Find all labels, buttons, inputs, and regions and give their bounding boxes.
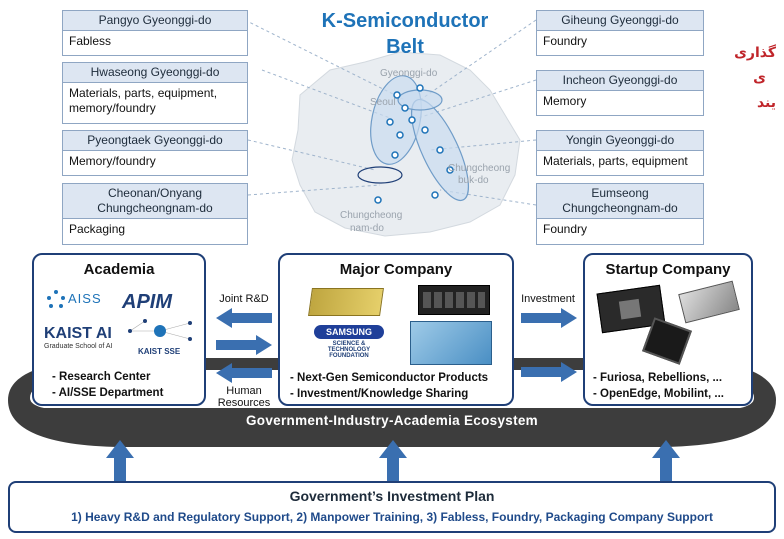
arrow-investment-1 — [521, 308, 577, 328]
arrow-human-left — [216, 363, 272, 383]
accelerator-card-image — [678, 280, 740, 324]
arrow-joint-left — [216, 308, 272, 328]
region-name: Yongin Gyeonggi-do — [537, 131, 703, 151]
memory-module-image — [418, 285, 490, 315]
arrow-academia-to-major — [216, 335, 272, 355]
belt-title-line-1: K-Semiconductor — [321, 10, 489, 32]
product-poster-image — [410, 321, 492, 365]
academia-title: Academia — [83, 261, 155, 278]
map-label-chungnam-2: nam-do — [350, 223, 384, 234]
region-card-giheung: Giheung Gyeonggi-do Foundry — [536, 10, 704, 56]
kaist-sse-network-icon — [128, 319, 192, 341]
foundation-line-1: SCIENCE & TECHNOLOGY — [327, 341, 371, 353]
startup-bullet-1: - Furiosa, Rebellions, ... — [593, 372, 723, 384]
major-company-title: Major Company — [339, 261, 453, 278]
memory-chips — [423, 292, 485, 308]
arrow-up-center — [379, 440, 407, 481]
kaist-sse-logo: KAIST SSE — [138, 347, 181, 356]
region-name: Hwaseong Gyeonggi-do — [63, 63, 247, 83]
overlay-text-3: یند — [756, 95, 776, 111]
arrow-investment-2 — [521, 362, 577, 382]
startup-bullet-2: - OpenEdge, Mobilint, ... — [593, 388, 724, 400]
aiss-logo: AISS — [46, 287, 106, 313]
region-name: Giheung Gyeonggi-do — [537, 11, 703, 31]
region-card-yongin: Yongin Gyeonggi-do Materials, parts, equ… — [536, 130, 704, 176]
academia-bullet-1: - Research Center — [52, 371, 151, 383]
map-label-chungbuk-1: Chungcheong — [448, 163, 511, 174]
region-card-eumseong: Eumseong Chungcheongnam-do Foundry — [536, 183, 704, 245]
region-name: Cheonan/Onyang Chungcheongnam-do — [63, 184, 247, 219]
region-card-pyeongtaek: Pyeongtaek Gyeonggi-do Memory/foundry — [62, 130, 248, 176]
belt-title: K-Semiconductor Belt — [305, 8, 505, 60]
aiss-text: AISS — [68, 291, 102, 306]
human-resources-label: Human Resources — [214, 385, 274, 409]
kaist-ai-logo: KAIST AI — [44, 325, 112, 342]
region-name: Eumseong Chungcheongnam-do — [537, 184, 703, 219]
region-role: Materials, parts, equipment — [543, 154, 688, 168]
foundation-line-2: FOUNDATION — [329, 353, 369, 359]
region-card-pangyo: Pangyo Gyeonggi-do Fabless — [62, 10, 248, 56]
human-resources-line-1: Human — [226, 385, 262, 397]
belt-title-line-2: Belt — [386, 36, 424, 58]
region-name: Pyeongtaek Gyeonggi-do — [63, 131, 247, 151]
academia-bullet-2: - AI/SSE Department — [52, 387, 164, 399]
overlay-text-2: ی — [753, 70, 766, 86]
academia-box: Academia AISS APIM KAIST AI Graduate Sch… — [32, 253, 206, 406]
flow-arrows — [106, 308, 680, 481]
apim-logo: APIM — [122, 291, 172, 313]
kaist-ai-subtitle: Graduate School of AI — [44, 343, 113, 350]
region-role: Foundry — [543, 222, 588, 236]
aiss-dots-icon — [47, 290, 65, 308]
samsung-foundation-logo: SAMSUNG SCIENCE & TECHNOLOGY FOUNDATION — [314, 325, 384, 359]
arrow-up-left — [106, 440, 134, 481]
region-card-incheon: Incheon Gyeonggi-do Memory — [536, 70, 704, 116]
map-label-chungbuk-2: buk-do — [458, 175, 489, 186]
arrow-up-right — [652, 440, 680, 481]
map-label-gyeonggi: Gyeonggi-do — [380, 68, 438, 79]
overlay-text-1: گذاری — [734, 45, 776, 61]
region-role: Foundry — [543, 34, 588, 48]
joint-rd-label: Joint R&D — [219, 293, 269, 305]
board-chip — [618, 298, 642, 320]
region-name: Pangyo Gyeonggi-do — [63, 11, 247, 31]
region-role: Memory — [543, 94, 587, 108]
investment-label: Investment — [521, 293, 575, 305]
map-label-seoul: Seoul — [370, 97, 396, 108]
region-role: Fabless — [69, 34, 112, 48]
site-dots — [374, 84, 454, 204]
major-company-box: Major Company SAMSUNG SCIENCE & TECHNOLO… — [278, 253, 514, 406]
region-card-hwaseong: Hwaseong Gyeonggi-do Materials, parts, e… — [62, 62, 248, 124]
investment-plan-items: 1) Heavy R&D and Regulatory Support, 2) … — [71, 510, 713, 524]
region-card-cheonan: Cheonan/Onyang Chungcheongnam-do Packagi… — [62, 183, 248, 245]
human-resources-line-2: Resources — [217, 397, 271, 409]
investment-plan-box: Government’s Investment Plan 1) Heavy R&… — [8, 481, 776, 533]
startup-company-title: Startup Company — [605, 261, 731, 278]
ecosystem-label: Government-Industry-Academia Ecosystem — [246, 413, 538, 428]
pyeongtaek-ring — [357, 166, 403, 184]
map-label-chungnam-1: Chungcheong — [340, 210, 403, 221]
major-bullet-1: - Next-Gen Semiconductor Products — [290, 372, 489, 384]
region-role: Packaging — [69, 222, 126, 236]
startup-company-box: Startup Company - Furiosa, Rebellions, .… — [583, 253, 753, 406]
samsung-logo: SAMSUNG — [314, 325, 384, 339]
region-role: Materials, parts, equipment, memory/foun… — [69, 86, 218, 115]
investment-plan-title: Government’s Investment Plan — [289, 488, 495, 504]
region-role: Memory/foundry — [69, 154, 156, 168]
region-name: Incheon Gyeonggi-do — [537, 71, 703, 91]
ssd-product-image — [308, 288, 384, 316]
major-bullet-2: - Investment/Knowledge Sharing — [290, 388, 469, 400]
